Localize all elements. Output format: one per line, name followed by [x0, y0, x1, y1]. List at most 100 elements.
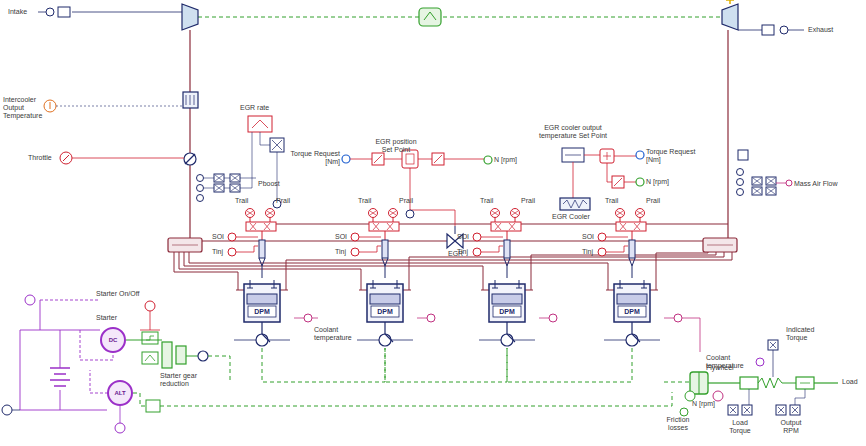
turbine-symbol-part	[762, 25, 774, 35]
boost-sensors-part	[197, 185, 204, 192]
intake-manifold-part	[168, 238, 202, 252]
throttle-symbol-part	[72, 158, 184, 159]
shape-part	[632, 322, 640, 342]
shape-part	[501, 334, 513, 346]
boost-sensors-part	[204, 178, 256, 188]
shape-part	[244, 284, 280, 322]
shape-part	[614, 284, 650, 322]
part-label: Intake	[8, 8, 27, 16]
shape-part	[507, 322, 515, 342]
egr-cooler-control	[562, 148, 644, 198]
shape-part	[370, 294, 400, 304]
battery-symbol-part	[25, 295, 35, 305]
turbo-shaft	[198, 8, 722, 26]
flywheel-load-train-part	[685, 391, 695, 401]
egr-position-control-part	[418, 159, 432, 160]
part-label: Prail	[399, 197, 413, 205]
flywheel-load-train-part	[680, 408, 688, 416]
turbine-symbol-part	[738, 30, 762, 31]
intercooler-symbol-part	[56, 106, 183, 107]
egr-position-control-part	[432, 153, 444, 165]
egr-valve-part	[455, 226, 456, 234]
compressor-symbol-part	[182, 4, 198, 30]
exhaust-pipe-part	[727, 30, 728, 238]
egr-cooler-control-part	[565, 155, 581, 156]
shape-part	[262, 322, 270, 342]
part-label: N [rpm]	[646, 178, 669, 186]
shape-part	[492, 280, 522, 288]
part-label: Starter	[96, 314, 117, 322]
throttle-symbol-part	[63, 155, 69, 161]
shape-part	[604, 340, 660, 341]
part-label: Prail	[646, 197, 660, 205]
flywheel-load-train-part	[758, 378, 796, 388]
flywheel-load-train-part	[770, 342, 776, 377]
egr-position-control	[342, 150, 492, 226]
part-label: Trail	[480, 197, 493, 205]
flywheel-load-train-part	[756, 358, 764, 366]
part-label: Tinj	[457, 248, 468, 256]
part-label: N [rpm]	[494, 156, 517, 164]
flywheel-load-train	[664, 340, 838, 416]
egr-cooler-symbol-part	[560, 198, 590, 210]
part-label: Tinj	[582, 248, 593, 256]
maf-sensors-part	[737, 179, 744, 186]
turbine-symbol-part	[722, 4, 738, 30]
starter-switch-part	[145, 301, 155, 311]
part-label: Intercooler Output Temperature	[3, 96, 49, 119]
part-label: EGR position Set Point	[374, 138, 418, 154]
electrical-wiring-part	[40, 300, 41, 330]
injector-group	[228, 209, 646, 279]
flywheel-load-train-part	[690, 372, 708, 394]
boost-sensors-part	[197, 195, 204, 202]
flywheel-load-train-part	[800, 383, 810, 384]
starter-switch-part	[142, 352, 158, 364]
flywheel-load-train-part	[814, 382, 838, 383]
egr-pipe-part	[462, 240, 703, 241]
exhaust-manifold	[703, 238, 737, 252]
electric-machine: DC	[100, 327, 126, 353]
egr-cooler-control-part	[636, 178, 644, 186]
boost-sensors-part	[197, 175, 204, 182]
part-label: Output RPM	[773, 419, 809, 435]
throttle-symbol-part	[185, 154, 195, 164]
flywheel-load-train-part	[730, 407, 798, 413]
boost-sensors-part	[215, 175, 239, 191]
shape-part	[234, 340, 290, 341]
shape-part	[357, 340, 413, 341]
electrical-wiring-part	[60, 390, 61, 410]
part-label: EGR rate	[240, 104, 269, 112]
egr-position-control-part	[484, 156, 492, 164]
part-label: Trail	[235, 197, 248, 205]
maf-sensors-part	[738, 150, 748, 160]
egr-cooler-control-part	[600, 149, 614, 163]
crankshaft-link	[262, 348, 385, 382]
cylinder-block: DPM	[475, 278, 539, 348]
injector-group-part	[351, 209, 399, 279]
throttle-symbol-part	[60, 152, 72, 164]
alternator-drive-part	[120, 406, 121, 423]
intake-runners-part	[184, 252, 483, 290]
compressor-symbol-part	[58, 7, 70, 17]
injector-group-part	[473, 209, 521, 279]
shape-part	[492, 294, 522, 304]
part-label: Flywheel	[706, 364, 734, 372]
cylinder-block: DPM	[600, 278, 664, 348]
part-label: SOI	[212, 233, 224, 241]
egr-cooler-control-part	[573, 162, 574, 198]
part-label: EGR Cooler	[552, 213, 590, 221]
electrical-wiring-part	[20, 330, 107, 410]
injector-group-part	[228, 209, 276, 279]
exhaust-pipe	[727, 30, 728, 238]
egr-cooler-symbol-part	[563, 200, 587, 208]
egr-pipe-part	[202, 240, 448, 241]
starter-switch-part	[140, 311, 160, 330]
turbine-symbol-part	[788, 30, 804, 31]
starter-gear-reduction-part	[126, 340, 198, 356]
battery-symbol-part	[2, 405, 12, 415]
machine-label: DC	[100, 337, 126, 343]
intake-pipe-part	[189, 165, 190, 240]
egr-position-control-part	[406, 210, 414, 218]
flywheel-load-train-part	[713, 391, 723, 401]
